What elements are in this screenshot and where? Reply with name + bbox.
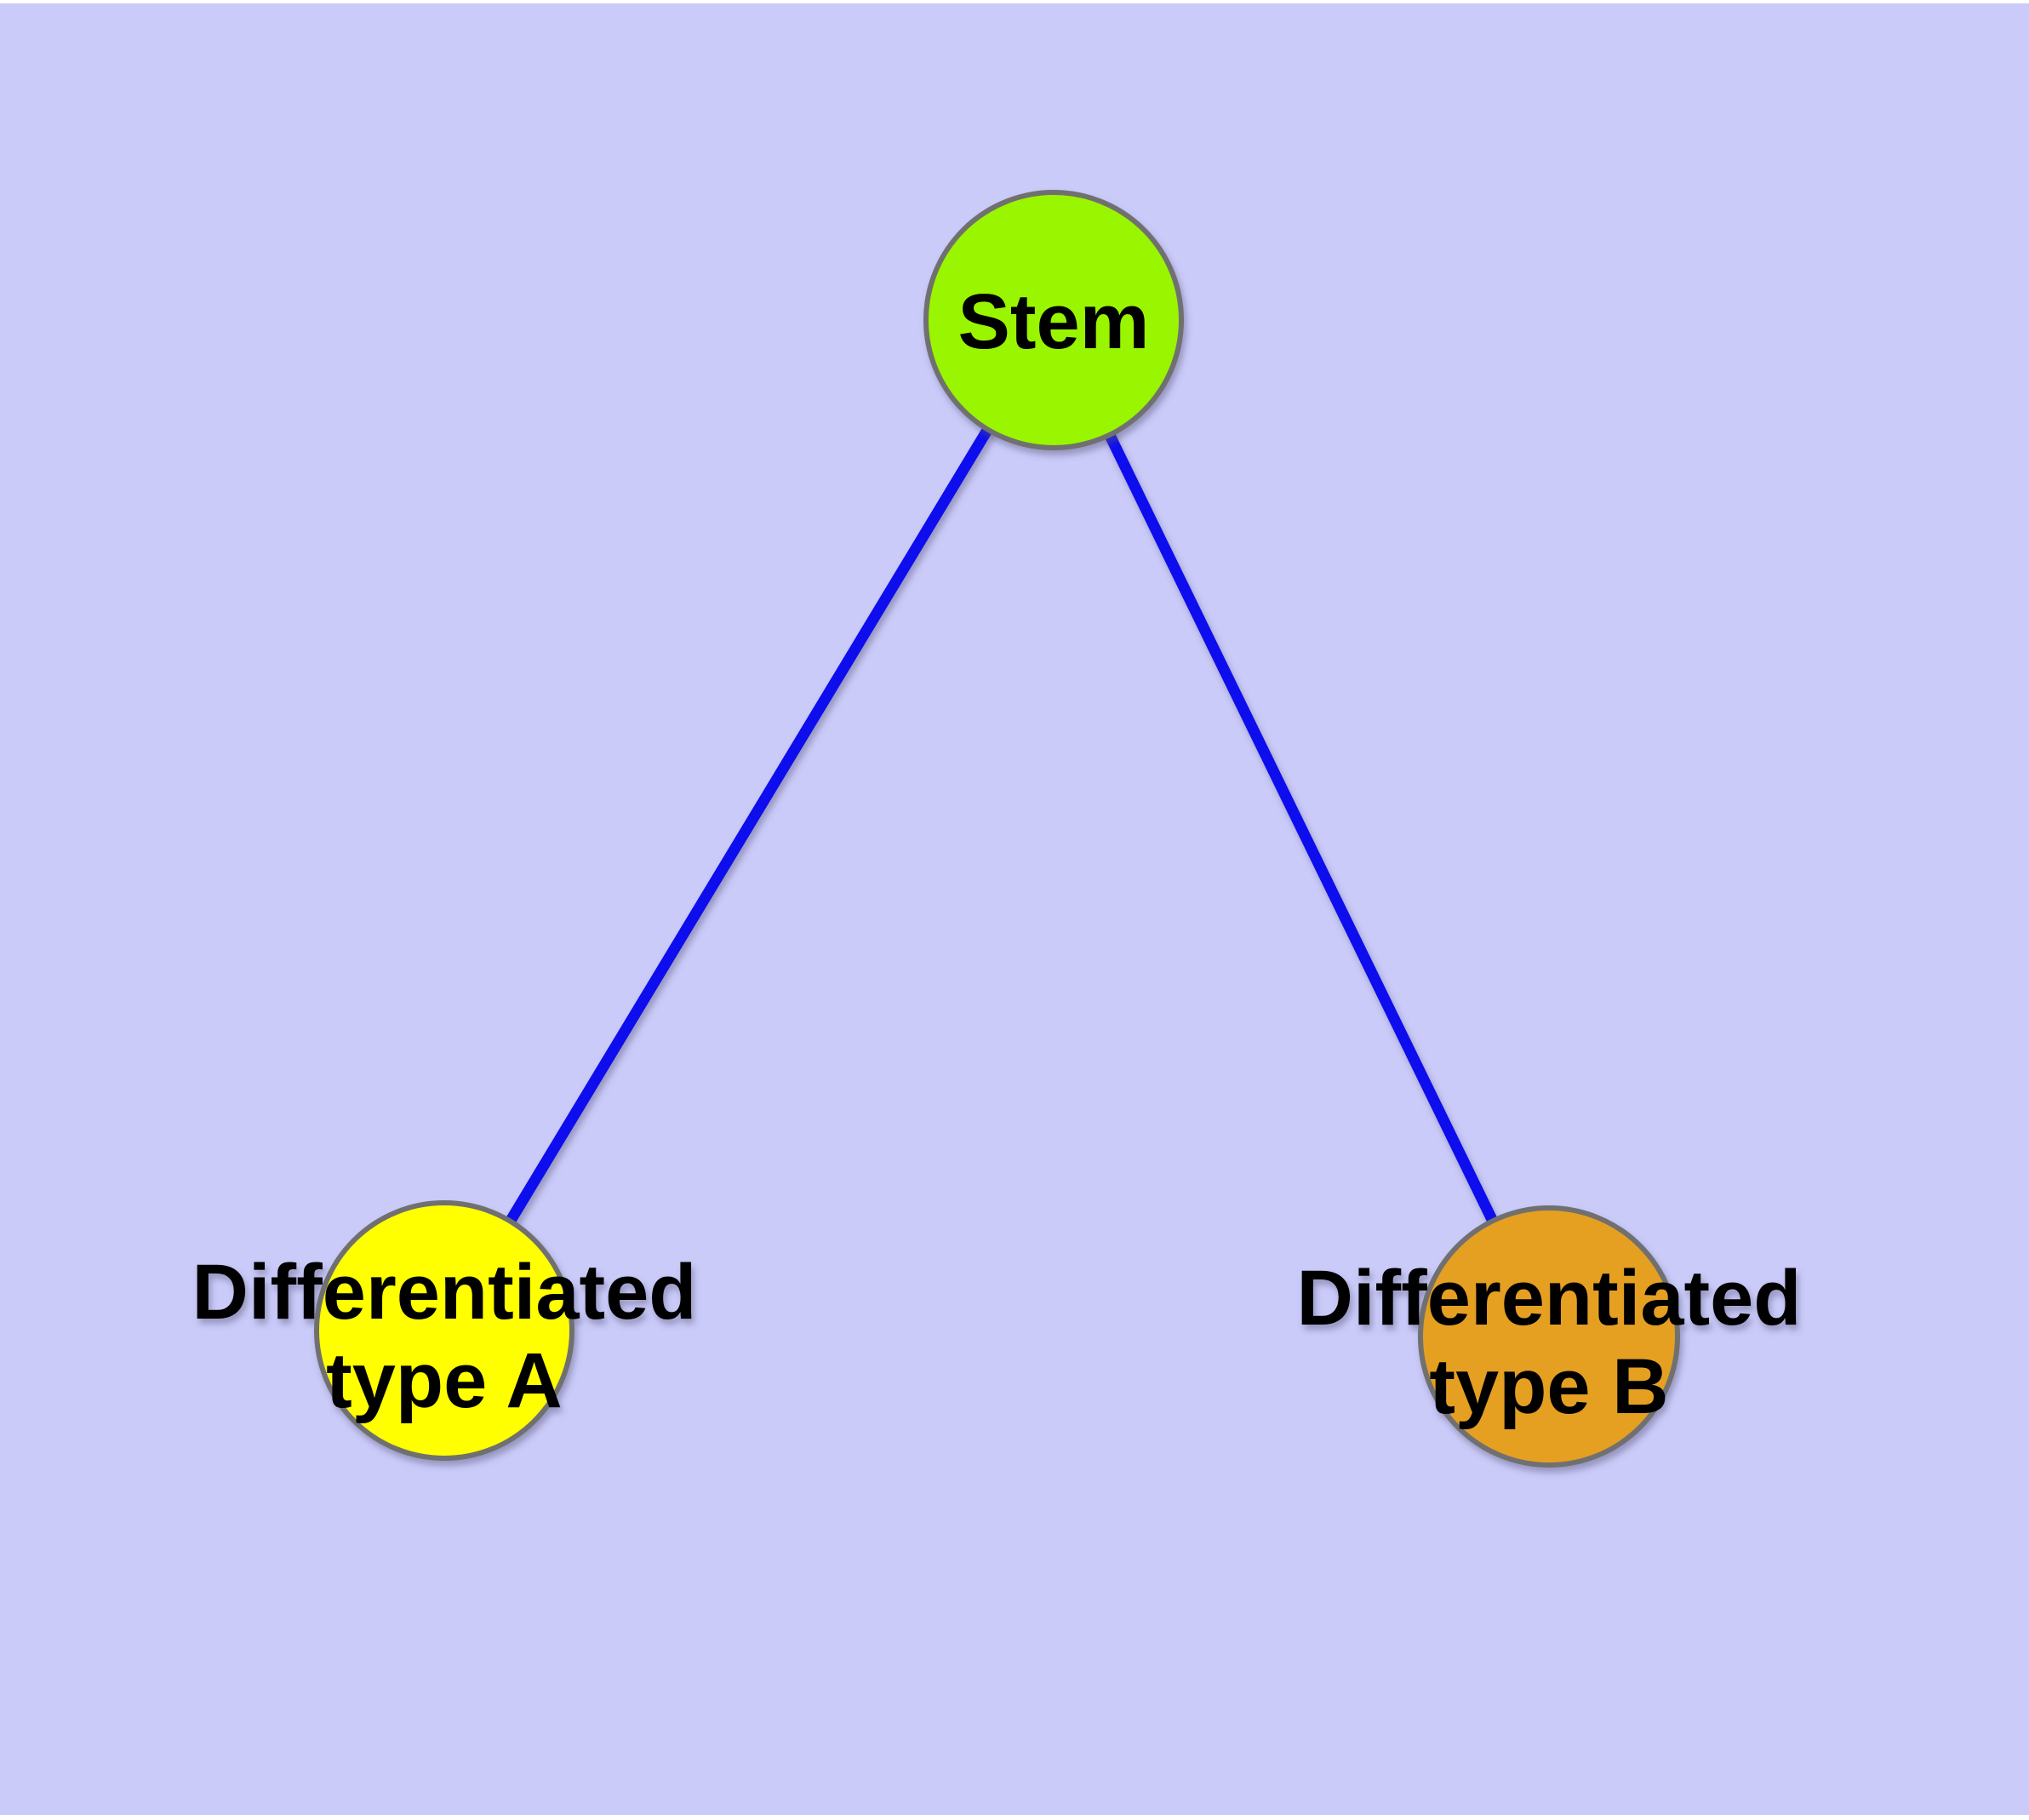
node-differentiated-type-a-label-line1: Differentiated	[192, 1249, 697, 1336]
node-differentiated-type-b-label-line1: Differentiated	[1297, 1255, 1802, 1342]
node-differentiated-type-b-label-line2: type B	[1429, 1343, 1668, 1430]
node-differentiated-type-a-label-line2: type A	[326, 1337, 563, 1424]
node-differentiated-type-b-circle	[1418, 1205, 1680, 1468]
node-differentiated-type-b: Differentiated type B	[1297, 1205, 1802, 1468]
node-differentiated-type-a: Differentiated type A	[192, 1200, 697, 1461]
edge-stem-to-differentiated-type-b	[1049, 318, 1554, 1339]
node-stem-circle	[923, 190, 1184, 450]
node-stem-label: Stem	[958, 278, 1150, 365]
node-stem: Stem	[923, 190, 1184, 450]
edges	[439, 317, 1554, 1339]
node-differentiated-type-a-circle	[314, 1200, 574, 1461]
edge-stem-to-differentiated-type-a	[439, 317, 1059, 1334]
